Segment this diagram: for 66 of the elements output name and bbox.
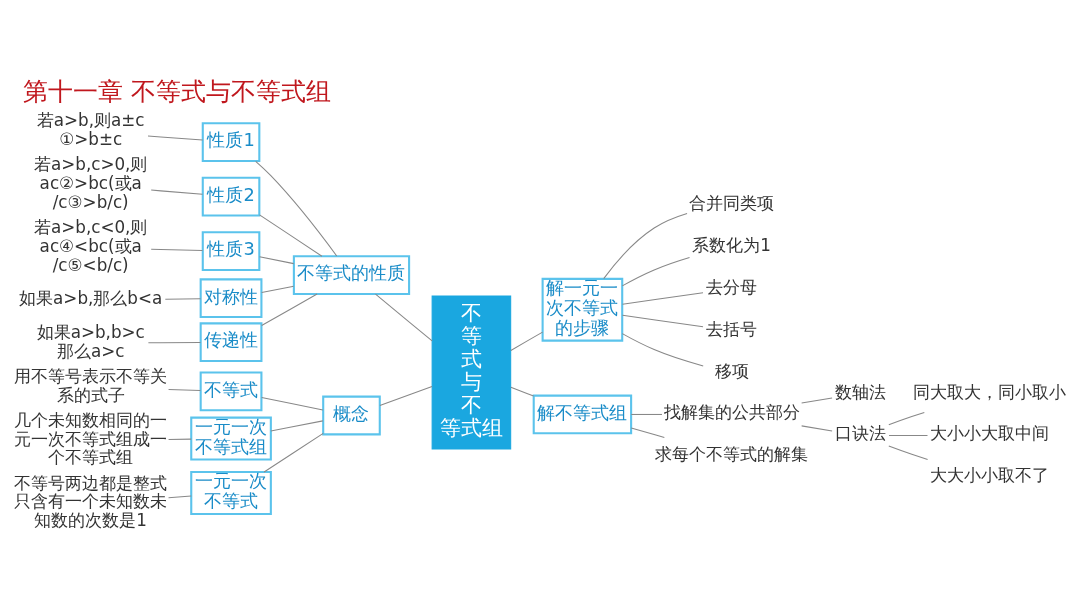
connector xyxy=(164,297,202,300)
node-box: 传递性 xyxy=(199,321,263,362)
connector xyxy=(379,385,433,406)
node-box: 解一元一次不等式的步骤 xyxy=(541,277,624,342)
node-text: 合并同类项 xyxy=(689,192,775,213)
node-text: 不等号两边都是整式只含有一个未知数未知数的次数是1 xyxy=(14,472,168,530)
node-text: 若a>b,c>0,则 ac②>bc(或a/c③>b/c) xyxy=(33,153,148,212)
connector xyxy=(261,285,295,293)
connector xyxy=(801,424,833,431)
connector xyxy=(603,212,688,279)
connector xyxy=(801,397,833,404)
node-text: 同大取大，同小取小 xyxy=(912,381,1066,401)
node-text: 数轴法 xyxy=(834,381,886,401)
connector xyxy=(510,386,535,397)
node-text: 几个未知数相同的一元一次不等式组成一个不等式组 xyxy=(14,409,168,467)
node-text: 若a>b,c<0,则 ac④<bc(或a/c⑤<b/c) xyxy=(33,216,148,275)
node-text: 如果a>b,b>c那么a>c xyxy=(36,321,145,361)
node-box: 不等式 xyxy=(199,371,263,411)
node-text: 大大小小取不了 xyxy=(929,464,1049,485)
node-box: 不等式的性质 xyxy=(292,254,411,295)
node-text: 移项 xyxy=(714,360,749,381)
node-box: 一元一次不等式 xyxy=(190,470,272,515)
node-box: 概念 xyxy=(322,395,381,435)
diagram-title: 第十一章 不等式与不等式组 xyxy=(22,76,331,106)
node-box: 性质3 xyxy=(201,230,261,271)
connector xyxy=(168,388,201,391)
node-box: 性质1 xyxy=(201,121,261,162)
node-text: 求每个不等式的解集 xyxy=(655,443,809,464)
connector xyxy=(630,427,665,438)
node-box: 不等式与不等式组 xyxy=(431,295,512,450)
node-text: 找解集的公共部分 xyxy=(663,401,800,422)
node-box: 性质2 xyxy=(201,176,261,217)
connector xyxy=(263,432,324,473)
node-box: 解不等式组 xyxy=(532,394,633,434)
node-text: 用不等号表示不等关系的式子 xyxy=(14,365,168,405)
connector xyxy=(888,434,929,436)
connector xyxy=(888,411,925,425)
connector xyxy=(510,331,544,351)
node-text: 若a>b,则a±c①>b±c xyxy=(36,109,145,149)
connector xyxy=(270,419,324,432)
node-text: 大小小大取中间 xyxy=(929,422,1049,443)
connector xyxy=(888,445,929,460)
connector xyxy=(622,314,704,327)
connector xyxy=(150,248,204,251)
connector xyxy=(259,213,323,257)
connector xyxy=(168,494,192,498)
connector xyxy=(150,189,204,195)
node-text: 去括号 xyxy=(706,318,758,339)
node-text: 口诀法 xyxy=(834,422,886,443)
connector xyxy=(621,256,691,286)
connector xyxy=(168,438,192,440)
node-box: 一元一次不等式组 xyxy=(190,416,272,461)
connector xyxy=(259,255,295,264)
connector xyxy=(261,293,318,326)
connector xyxy=(630,413,663,415)
connector xyxy=(261,396,324,410)
connector xyxy=(147,341,202,343)
node-box: 对称性 xyxy=(199,277,263,318)
node-text: 如果a>b,那么b<a xyxy=(19,287,163,308)
connector xyxy=(147,134,204,141)
node-text: 去分母 xyxy=(706,276,758,297)
connector xyxy=(255,160,338,256)
connector xyxy=(621,332,704,366)
connector xyxy=(375,293,433,341)
connector xyxy=(622,291,704,305)
node-text: 系数化为1 xyxy=(692,234,771,255)
